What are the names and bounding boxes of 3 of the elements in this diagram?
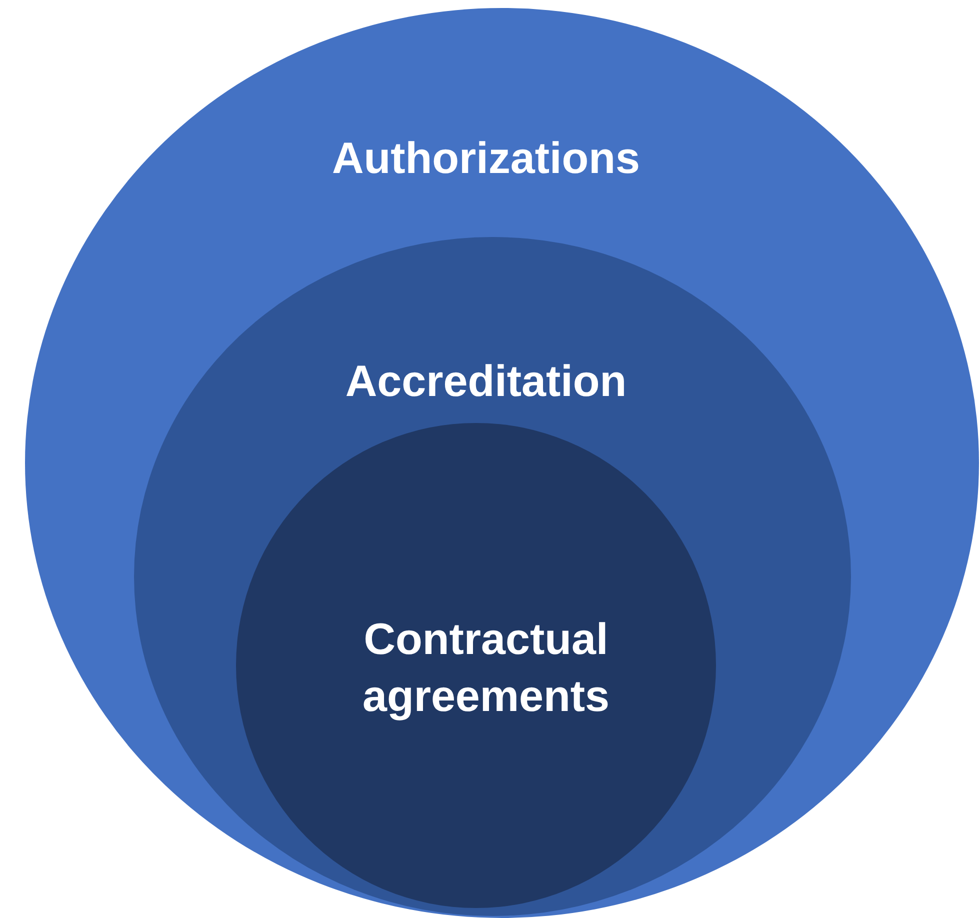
region-label: Authorizations [331, 132, 641, 184]
region-label: Accreditation [344, 356, 628, 408]
region-label: Contractual agreements [361, 614, 610, 724]
